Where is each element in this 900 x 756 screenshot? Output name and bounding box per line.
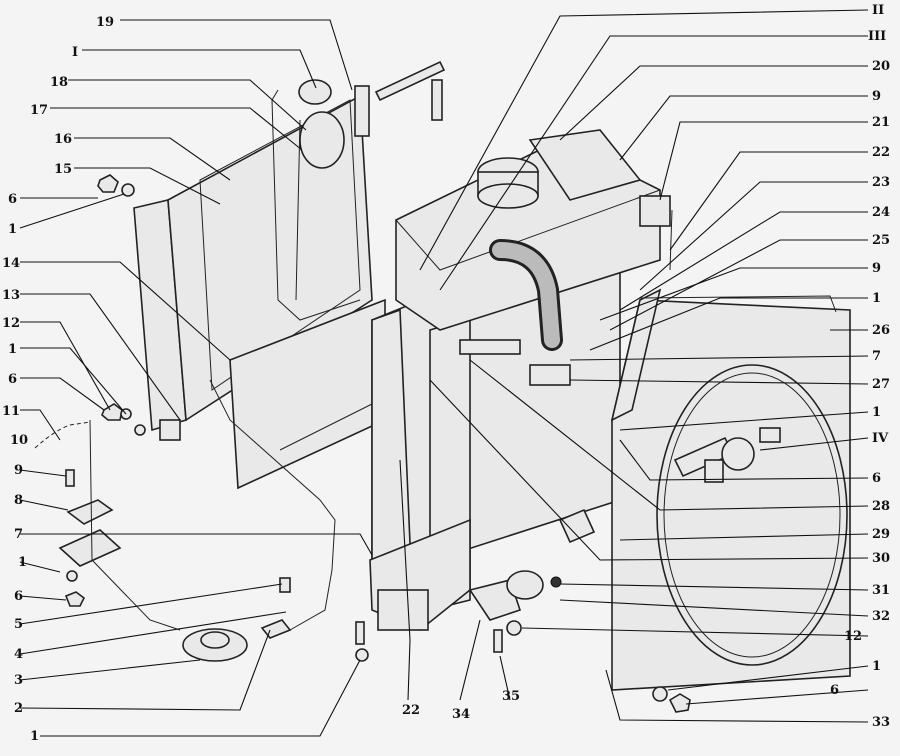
callout-IV: IV: [872, 431, 889, 446]
leader-lines: [19, 9, 869, 737]
callout-1: 1: [18, 555, 27, 570]
mounting-cushion: [182, 577, 292, 662]
callout-6: 6: [830, 683, 839, 698]
callout-2: 2: [14, 701, 23, 716]
callout-9: 9: [872, 261, 881, 276]
callout-33: 33: [872, 715, 890, 730]
callout-30: 30: [872, 551, 890, 566]
callout-15: 15: [54, 162, 72, 177]
callout-32: 32: [872, 609, 890, 624]
callout-I: I: [72, 45, 78, 60]
drain-valve-assembly: [673, 427, 781, 483]
callout-31: 31: [872, 583, 890, 598]
callout-34: 34: [452, 707, 470, 722]
callout-7: 7: [14, 527, 23, 542]
outlet-pipe: [468, 508, 596, 621]
callout-26: 26: [872, 323, 890, 338]
fan-shroud: [610, 288, 851, 691]
callout-1: 1: [872, 291, 881, 306]
callout-6: 6: [872, 471, 881, 486]
callout-1: 1: [872, 659, 881, 674]
callout-12: 12: [844, 629, 862, 644]
callout-11: 11: [2, 404, 20, 419]
callout-22: 22: [872, 145, 890, 160]
callout-14: 14: [2, 256, 20, 271]
callout-17: 17: [30, 103, 48, 118]
callout-1: 1: [30, 729, 39, 744]
callout-III: III: [868, 29, 886, 44]
callout-1: 1: [872, 405, 881, 420]
callout-7: 7: [872, 349, 881, 364]
callout-6: 6: [8, 372, 17, 387]
callout-8: 8: [14, 493, 23, 508]
callout-21: 21: [872, 115, 890, 130]
drain-rod: [209, 379, 336, 631]
callout-1: 1: [8, 342, 17, 357]
callout-19: 19: [96, 15, 114, 30]
callout-6: 6: [14, 589, 23, 604]
callout-25: 25: [872, 233, 890, 248]
callout-labels: 19 I 18 17 16 15 6 1 14 13 12 1 6 11 10 …: [2, 3, 890, 744]
callout-9: 9: [14, 463, 23, 478]
callout-20: 20: [872, 59, 890, 74]
callout-22: 22: [402, 703, 420, 718]
callout-18: 18: [50, 75, 68, 90]
callout-28: 28: [872, 499, 890, 514]
callout-27: 27: [872, 377, 890, 392]
callout-29: 29: [872, 527, 890, 542]
callout-3: 3: [14, 673, 23, 688]
callout-6: 6: [8, 192, 17, 207]
callout-9: 9: [872, 89, 881, 104]
callout-13: 13: [2, 288, 20, 303]
callout-1: 1: [8, 222, 17, 237]
callout-16: 16: [54, 132, 72, 147]
radiator-core: [369, 129, 673, 631]
callout-24: 24: [872, 205, 890, 220]
shutter-control-linkage: [271, 60, 446, 321]
callout-35: 35: [502, 689, 520, 704]
callout-4: 4: [14, 647, 23, 662]
callout-10: 10: [10, 433, 28, 448]
fasteners-left: [34, 174, 181, 631]
callout-5: 5: [14, 617, 23, 632]
callout-23: 23: [872, 175, 890, 190]
callout-12: 12: [2, 316, 20, 331]
callout-II: II: [872, 3, 884, 18]
fasteners-bottom: [355, 620, 691, 713]
